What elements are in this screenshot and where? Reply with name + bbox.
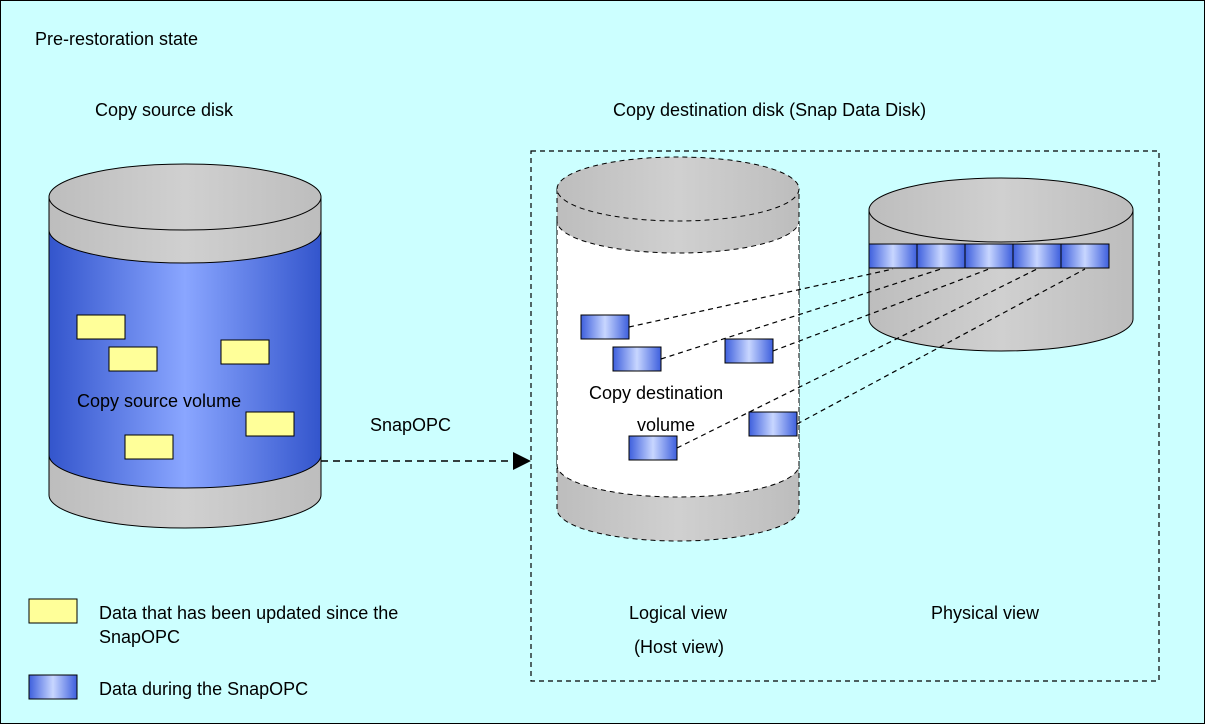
snapopc-arrow-label: SnapOPC bbox=[370, 415, 451, 435]
source-volume-label: Copy source volume bbox=[77, 391, 241, 411]
logical-view-cylinder bbox=[556, 156, 800, 542]
destination-container bbox=[530, 150, 1160, 682]
physical-cylinder-top bbox=[868, 177, 1134, 243]
mapping-line bbox=[660, 268, 942, 360]
physical-view-label: Physical view bbox=[931, 603, 1040, 623]
logical-cylinder-top bbox=[556, 156, 800, 222]
snap-block bbox=[612, 346, 662, 372]
mapping-line bbox=[772, 268, 990, 352]
snap-block bbox=[724, 338, 774, 364]
destination-volume-label-line2: volume bbox=[637, 415, 695, 435]
snap-block bbox=[748, 411, 798, 437]
updated-block bbox=[220, 339, 270, 365]
mapping-lines bbox=[628, 268, 1086, 449]
updated-block bbox=[245, 411, 295, 437]
updated-block bbox=[76, 314, 126, 340]
updated-block bbox=[124, 434, 174, 460]
page-title: Pre-restoration state bbox=[35, 29, 198, 49]
physical-snap-blocks bbox=[868, 243, 1110, 269]
snap-block bbox=[964, 243, 1014, 269]
source-cylinder-top bbox=[48, 163, 322, 231]
source-volume-band bbox=[48, 229, 322, 489]
snap-block bbox=[628, 435, 678, 461]
mapping-line bbox=[628, 268, 894, 328]
source-updated-blocks bbox=[76, 314, 295, 460]
destination-disk-label: Copy destination disk (Snap Data Disk) bbox=[613, 100, 926, 120]
logical-volume-area bbox=[556, 220, 800, 498]
snap-block bbox=[916, 243, 966, 269]
legend-updated-swatch bbox=[28, 598, 78, 624]
snap-block bbox=[1012, 243, 1062, 269]
source-disk-label: Copy source disk bbox=[95, 100, 234, 120]
legend-updated-label-line1: Data that has been updated since the bbox=[99, 603, 398, 623]
updated-block bbox=[108, 346, 158, 372]
mapping-line bbox=[676, 268, 1038, 449]
legend-updated-label-line2: SnapOPC bbox=[99, 627, 180, 647]
host-view-label: (Host view) bbox=[634, 637, 724, 657]
legend-during-swatch bbox=[28, 674, 78, 700]
snapopc-arrowhead bbox=[513, 452, 531, 470]
destination-volume-label-line1: Copy destination bbox=[589, 383, 723, 403]
mapping-line bbox=[796, 268, 1086, 425]
legend: Data that has been updated since the Sna… bbox=[28, 598, 398, 700]
logical-snap-blocks bbox=[580, 314, 798, 461]
legend-during-label: Data during the SnapOPC bbox=[99, 679, 308, 699]
source-disk-cylinder bbox=[48, 163, 322, 529]
snap-block bbox=[868, 243, 918, 269]
snap-block bbox=[580, 314, 630, 340]
snap-block bbox=[1060, 243, 1110, 269]
logical-view-label: Logical view bbox=[629, 603, 728, 623]
